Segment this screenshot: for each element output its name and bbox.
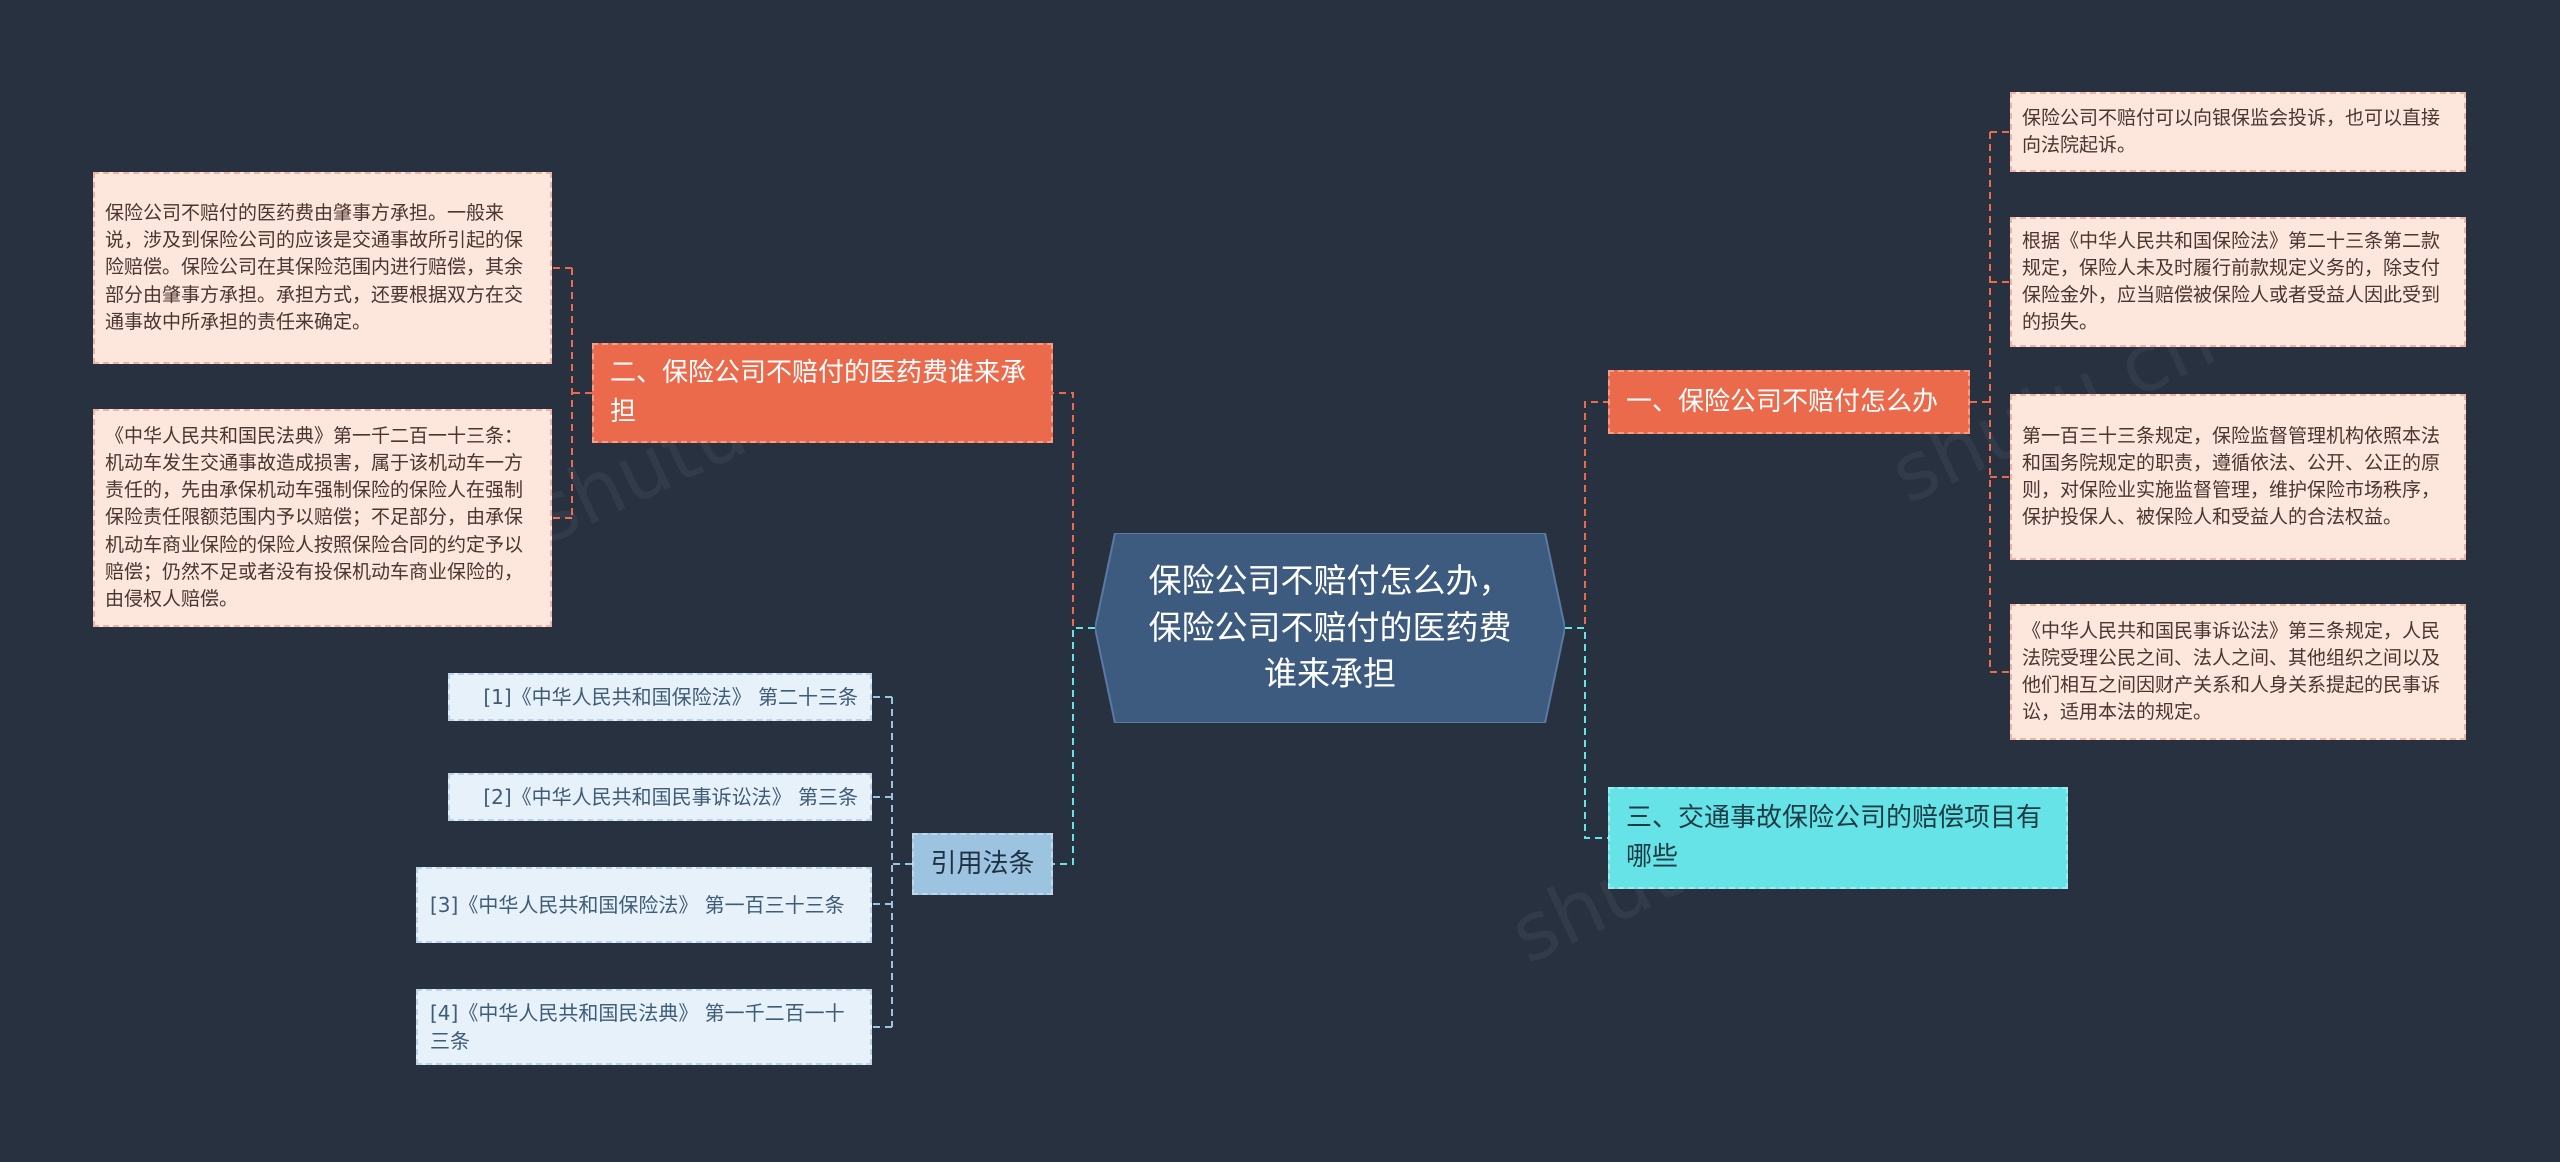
leaf-two-2[interactable]: 《中华人民共和国民法典》第一千二百一十三条：机动车发生交通事故造成损害，属于该机…	[93, 409, 552, 627]
citation-2[interactable]: [2]《中华人民共和国民事诉讼法》 第三条	[448, 773, 872, 821]
leaf-text: 《中华人民共和国民法典》第一千二百一十三条：机动车发生交通事故造成损害，属于该机…	[105, 424, 524, 610]
leaf-one-4[interactable]: 《中华人民共和国民事诉讼法》第三条规定，人民法院受理公民之间、法人之间、其他组织…	[2010, 604, 2466, 740]
citation-text: [3]《中华人民共和国保险法》 第一百三十三条	[430, 893, 845, 917]
citation-4[interactable]: [4]《中华人民共和国民法典》 第一千二百一十三条	[416, 989, 872, 1065]
citation-3[interactable]: [3]《中华人民共和国保险法》 第一百三十三条	[416, 867, 872, 943]
citations-node[interactable]: 引用法条	[912, 833, 1053, 895]
citation-text: [4]《中华人民共和国民法典》 第一千二百一十三条	[430, 1001, 845, 1053]
root-title-line: 保险公司不赔付怎么办，	[1148, 560, 1512, 600]
root-title-line: 谁来承担	[1264, 654, 1396, 694]
root-title: 保险公司不赔付怎么办， 保险公司不赔付的医药费 谁来承担	[1109, 558, 1552, 699]
leaf-text: 保险公司不赔付可以向银保监会投诉，也可以直接向法院起诉。	[2022, 106, 2441, 156]
citation-text: [1]《中华人民共和国保险法》 第二十三条	[483, 685, 858, 709]
branch-one[interactable]: 一、保险公司不赔付怎么办	[1608, 370, 1970, 434]
branch-three-label: 三、交通事故保险公司的赔偿项目有哪些	[1626, 803, 2043, 872]
leaf-text: 根据《中华人民共和国保险法》第二十三条第二款规定，保险人未及时履行前款规定义务的…	[2022, 229, 2441, 334]
leaf-text: 保险公司不赔付的医药费由肇事方承担。一般来说，涉及到保险公司的应该是交通事故所引…	[105, 202, 524, 333]
branch-two[interactable]: 二、保险公司不赔付的医药费谁来承担	[592, 343, 1053, 443]
leaf-text: 《中华人民共和国民事诉讼法》第三条规定，人民法院受理公民之间、法人之间、其他组织…	[2022, 619, 2441, 724]
citation-1[interactable]: [1]《中华人民共和国保险法》 第二十三条	[448, 673, 872, 721]
citations-label: 引用法条	[930, 848, 1035, 879]
root-node-shape	[1095, 533, 1565, 723]
root-title-line: 保险公司不赔付的医药费	[1148, 607, 1512, 647]
citation-text: [2]《中华人民共和国民事诉讼法》 第三条	[483, 785, 858, 809]
leaf-two-1[interactable]: 保险公司不赔付的医药费由肇事方承担。一般来说，涉及到保险公司的应该是交通事故所引…	[93, 172, 552, 364]
leaf-one-3[interactable]: 第一百三十三条规定，保险监督管理机构依照本法和国务院规定的职责，遵循依法、公开、…	[2010, 394, 2466, 560]
branch-two-label: 二、保险公司不赔付的医药费谁来承担	[610, 358, 1027, 427]
branch-one-label: 一、保险公司不赔付怎么办	[1626, 386, 1939, 417]
root-node[interactable]: 保险公司不赔付怎么办， 保险公司不赔付的医药费 谁来承担	[1095, 533, 1565, 723]
branch-three[interactable]: 三、交通事故保险公司的赔偿项目有哪些	[1608, 787, 2068, 889]
leaf-one-2[interactable]: 根据《中华人民共和国保险法》第二十三条第二款规定，保险人未及时履行前款规定义务的…	[2010, 217, 2466, 347]
leaf-one-1[interactable]: 保险公司不赔付可以向银保监会投诉，也可以直接向法院起诉。	[2010, 92, 2466, 172]
leaf-text: 第一百三十三条规定，保险监督管理机构依照本法和国务院规定的职责，遵循依法、公开、…	[2022, 424, 2441, 529]
